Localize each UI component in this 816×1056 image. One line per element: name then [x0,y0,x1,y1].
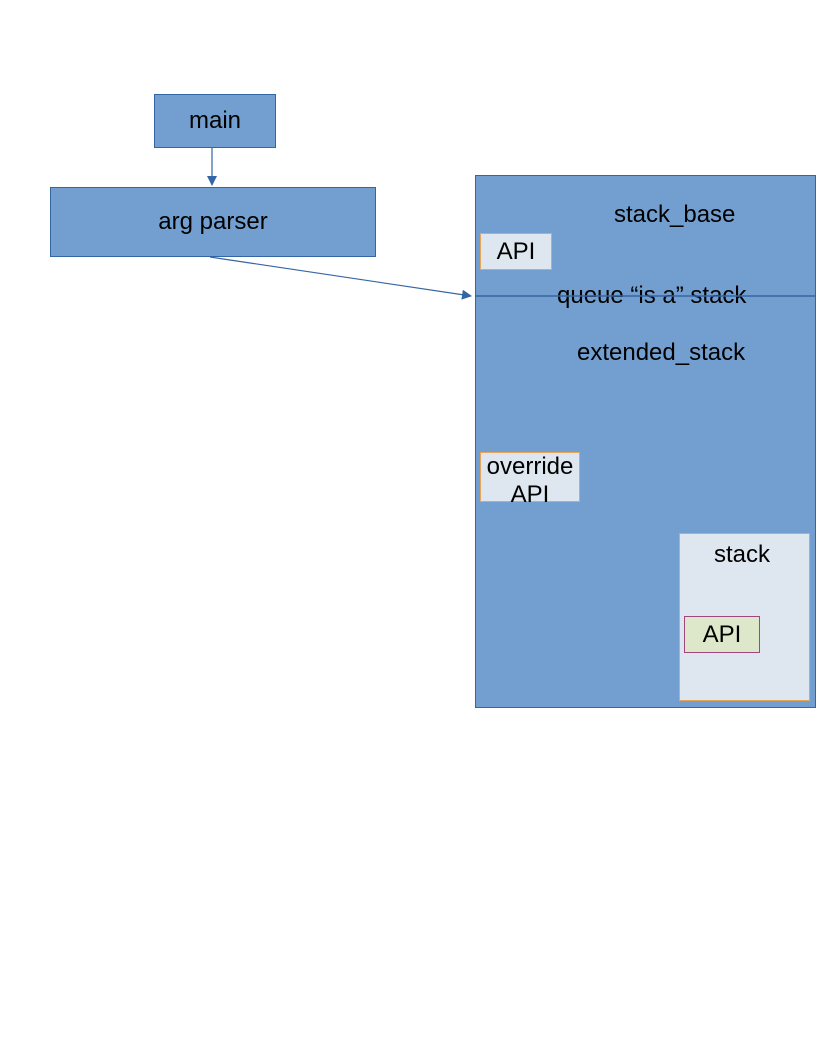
stack-label: stack [714,541,771,568]
queue-container: stack_base API queue “is a” stack extend… [475,175,816,708]
extended-stack-label: extended_stack [577,339,746,366]
relation-label: queue “is a” stack [557,282,747,309]
stack-api-box: API [684,616,760,653]
parser-to-queue-arrow [209,256,472,300]
override-api-line2: API [510,481,550,508]
stack-box: stack API [679,533,810,701]
arg-parser-label: arg parser [158,208,268,235]
stack-api-label: API [702,620,742,648]
stack-base-label: stack_base [614,201,736,228]
override-api-box: override API [480,452,580,508]
override-api-line1: override [486,453,574,480]
arg-parser-node: arg parser [50,187,376,257]
main-node: main [154,94,276,148]
main-label: main [188,107,242,134]
stack-base-api-box: API [480,233,552,270]
stack-base-api-label: API [496,237,536,265]
